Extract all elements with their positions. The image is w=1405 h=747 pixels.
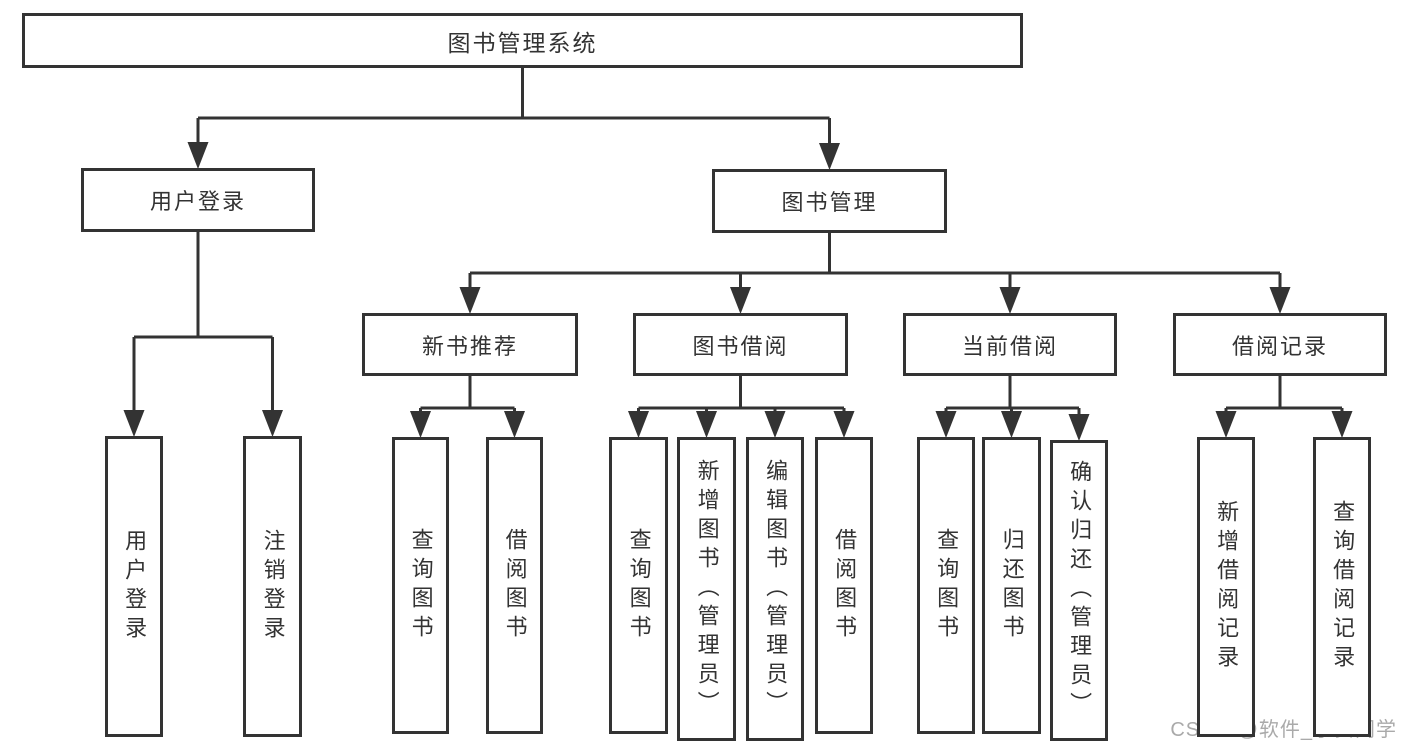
arrowhead-bb-query — [628, 411, 649, 438]
node-br-query: 查询借阅记录 — [1313, 437, 1371, 737]
arrowhead-bb-borrow — [833, 411, 855, 438]
arrowhead-br-query — [1331, 411, 1353, 438]
arrowhead-br-add — [1215, 411, 1237, 438]
node-cb-return: 归还图书 — [982, 437, 1041, 734]
node-book-mgmt: 图书管理 — [712, 169, 947, 233]
node-book-borrow: 图书借阅 — [633, 313, 848, 376]
arrowhead-cb-return — [1001, 411, 1022, 438]
node-new-book-rec: 新书推荐 — [362, 313, 578, 376]
node-login: 用户登录 — [105, 436, 163, 737]
node-bb-query: 查询图书 — [609, 437, 668, 734]
arrowhead-cb-query — [935, 411, 957, 438]
arrowhead-logout — [262, 410, 283, 437]
node-cb-query: 查询图书 — [917, 437, 975, 734]
arrowhead-book-borrow — [730, 287, 751, 314]
node-nbr-borrow: 借阅图书 — [486, 437, 543, 734]
arrowhead-user-login — [187, 142, 209, 169]
node-bb-borrow: 借阅图书 — [815, 437, 873, 734]
arrowhead-bb-edit — [764, 411, 786, 438]
node-bb-add: 新增图书（管理员） — [677, 437, 736, 741]
node-user-login: 用户登录 — [81, 168, 315, 232]
node-cb-confirm: 确认归还（管理员） — [1050, 440, 1108, 741]
node-nbr-query: 查询图书 — [392, 437, 449, 734]
arrowhead-bb-add — [696, 411, 717, 438]
node-root: 图书管理系统 — [22, 13, 1023, 68]
node-bb-edit: 编辑图书（管理员） — [746, 437, 804, 741]
arrowhead-nbr-borrow — [504, 411, 525, 438]
node-br-add: 新增借阅记录 — [1197, 437, 1255, 737]
arrowhead-book-mgmt — [819, 143, 840, 170]
arrowhead-borrow-records — [1269, 287, 1291, 314]
arrowhead-current-borrow — [999, 287, 1021, 314]
arrowhead-nbr-query — [410, 411, 431, 438]
arrowhead-new-book-rec — [459, 287, 481, 314]
node-current-borrow: 当前借阅 — [903, 313, 1117, 376]
arrowhead-cb-confirm — [1068, 414, 1090, 441]
arrowhead-login — [123, 410, 145, 437]
node-borrow-records: 借阅记录 — [1173, 313, 1387, 376]
node-logout: 注销登录 — [243, 436, 302, 737]
